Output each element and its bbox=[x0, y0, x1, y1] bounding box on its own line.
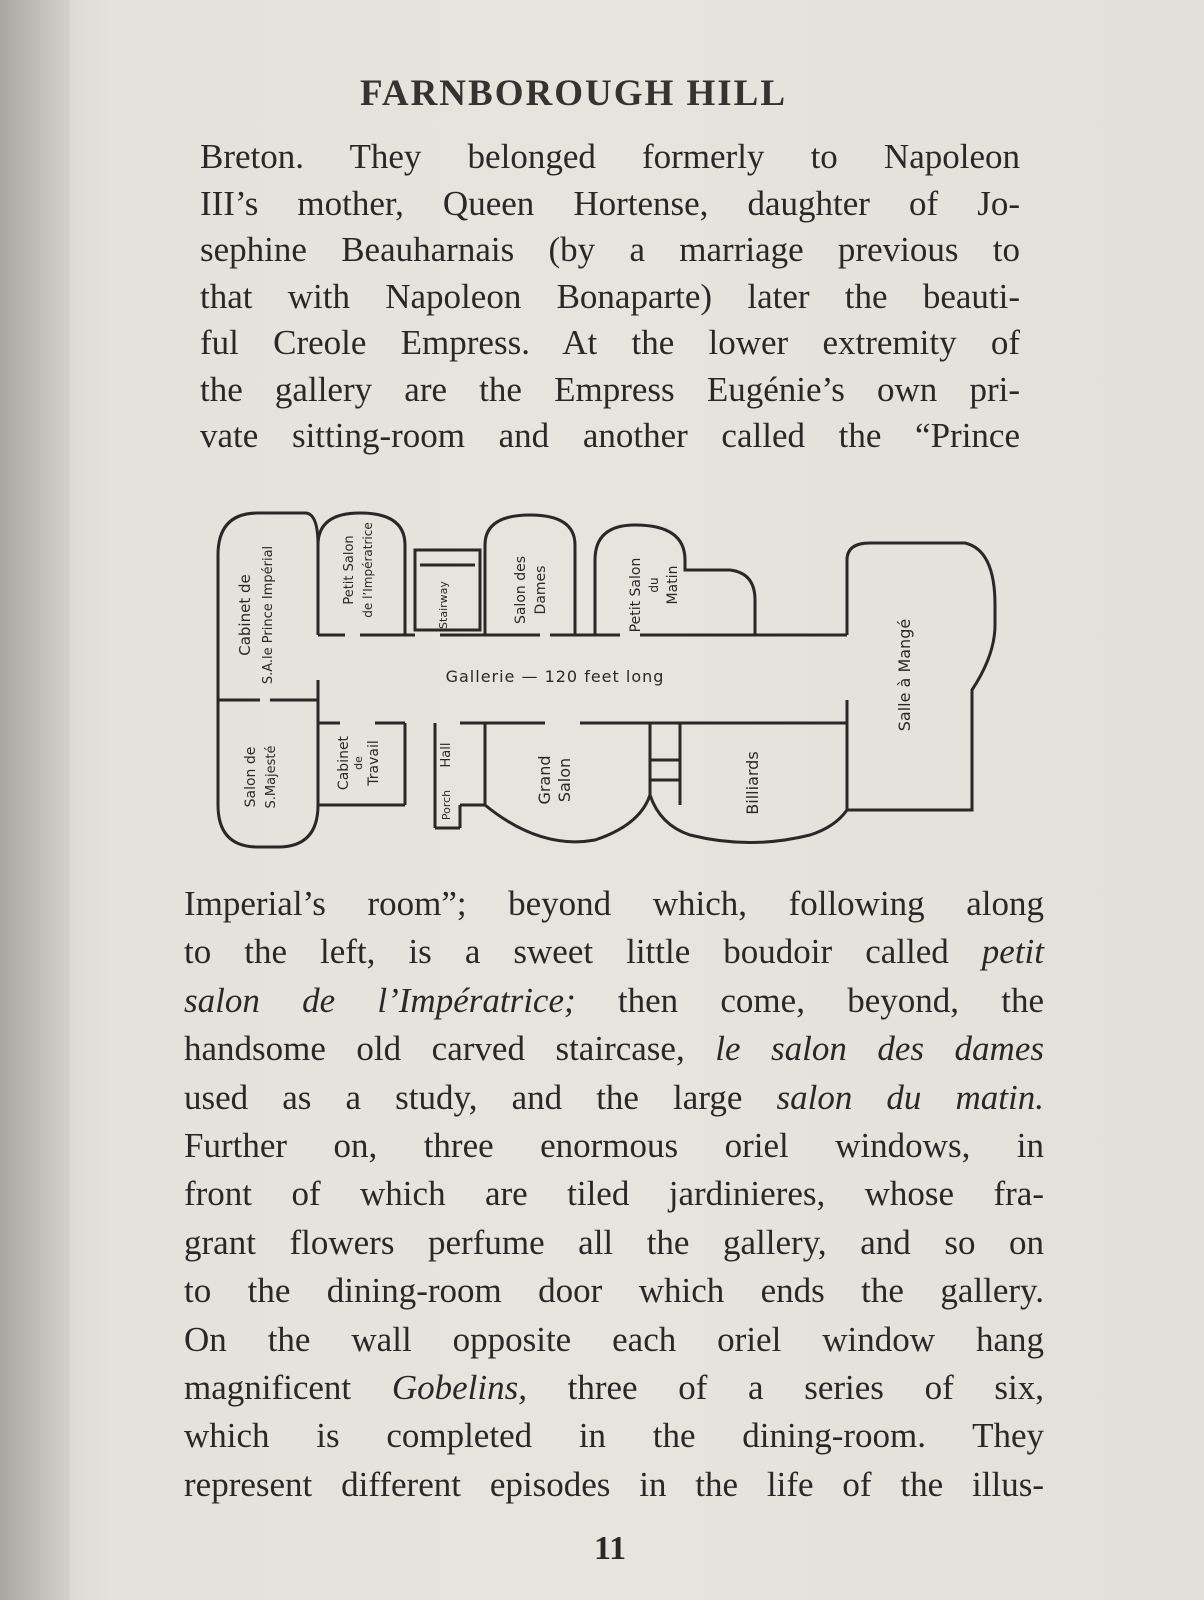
text-line: Breton. They belonged formerly to Napole… bbox=[200, 137, 1020, 176]
label-salon-de-sa-majeste: S.Majesté bbox=[264, 745, 279, 808]
label-cabinet-de-travail: Cabinet bbox=[336, 735, 352, 790]
floor-plan-labels: Cabinet de S.A.le Prince Impérial Petit … bbox=[236, 522, 914, 820]
bottom-paragraph: Imperial’s room”; beyond which, followin… bbox=[184, 880, 1044, 1509]
italic-phrase: salon de l’Impératrice; bbox=[184, 980, 576, 1020]
label-petit-salon-imperatrice: Petit Salon bbox=[342, 535, 357, 604]
label-grand-salon: Salon bbox=[555, 758, 574, 802]
italic-phrase: Gobelins, bbox=[391, 1368, 527, 1408]
text-line: front of which are tiled jardinieres, wh… bbox=[184, 1170, 1044, 1218]
label-petit-salon-du-matin: du bbox=[647, 577, 661, 592]
italic-phrase: petit bbox=[981, 932, 1044, 972]
label-stairway: Stairway bbox=[437, 581, 450, 629]
text-segment: magnificent bbox=[184, 1368, 392, 1408]
text-segment: then come, beyond, the bbox=[575, 980, 1044, 1020]
text-segment: which is completed in the dining-room. T… bbox=[184, 1416, 1044, 1456]
text-line: handsome old carved staircase, le salon … bbox=[184, 1025, 1044, 1073]
text-line: magnificent Gobelins, three of a series … bbox=[184, 1364, 1044, 1412]
top-paragraph: Breton. They belonged formerly to Napole… bbox=[200, 134, 1020, 460]
text-segment: handsome old carved staircase, bbox=[184, 1029, 716, 1069]
text-line: used as a study, and the large salon du … bbox=[184, 1074, 1044, 1122]
text-segment: represent different episodes in the life… bbox=[184, 1464, 1044, 1504]
label-salon-des-dames: Dames bbox=[533, 566, 549, 615]
text-segment: Imperial’s room”; beyond which, followin… bbox=[184, 884, 1044, 923]
text-line: to the left, is a sweet little boudoir c… bbox=[184, 928, 1044, 976]
text-segment: front of which are tiled jardinieres, wh… bbox=[184, 1174, 1044, 1214]
label-cabinet-prince: S.A.le Prince Impérial bbox=[261, 546, 276, 684]
floor-plan-walls bbox=[216, 511, 997, 849]
book-gutter bbox=[0, 0, 70, 1600]
text-line: the gallery are the Empress Eugénie’s ow… bbox=[200, 369, 1020, 409]
text-line: to the dining-room door which ends the g… bbox=[184, 1267, 1044, 1315]
label-salle-a-mange: Salle à Mangé bbox=[895, 619, 914, 731]
text-line: Imperial’s room”; beyond which, followin… bbox=[184, 880, 1044, 928]
label-gallerie: Gallerie — 120 feet long bbox=[446, 667, 665, 686]
italic-phrase: salon du matin. bbox=[776, 1077, 1045, 1117]
floor-plan: Cabinet de S.A.le Prince Impérial Petit … bbox=[216, 511, 997, 849]
label-petit-salon-imperatrice: de l’Impératrice bbox=[361, 522, 375, 617]
text-line: that with Napoleon Bonaparte) later the … bbox=[200, 276, 1020, 316]
label-cabinet-de-travail: de bbox=[352, 756, 365, 770]
text-segment: used as a study, and the large bbox=[184, 1077, 777, 1117]
label-hall: Hall bbox=[439, 743, 454, 768]
italic-phrase: le salon des dames bbox=[715, 1029, 1044, 1069]
text-line: which is completed in the dining-room. T… bbox=[184, 1412, 1044, 1460]
text-segment: to the left, is a sweet little boudoir c… bbox=[184, 932, 982, 972]
text-line: represent different episodes in the life… bbox=[184, 1461, 1044, 1509]
text-segment: to the dining-room door which ends the g… bbox=[184, 1271, 1044, 1311]
label-cabinet-de-travail: Travail bbox=[366, 740, 382, 786]
label-cabinet-prince: Cabinet de bbox=[236, 574, 254, 656]
running-head: FARNBOROUGH HILL bbox=[360, 73, 788, 114]
text-segment: grant flowers perfume all the gallery, a… bbox=[184, 1222, 1044, 1262]
label-billiards: Billiards bbox=[743, 751, 762, 814]
text-line: salon de l’Impératrice; then come, beyon… bbox=[184, 977, 1044, 1025]
label-grand-salon: Grand bbox=[535, 755, 554, 804]
label-petit-salon-du-matin: Matin bbox=[665, 566, 681, 605]
label-salon-de-sa-majeste: Salon de bbox=[243, 747, 259, 808]
text-segment: On the wall opposite each oriel window h… bbox=[184, 1319, 1044, 1359]
page-number: 11 bbox=[594, 1530, 627, 1567]
text-segment: three of a series of six, bbox=[526, 1368, 1044, 1408]
label-petit-salon-du-matin: Petit Salon bbox=[628, 558, 644, 633]
text-line: grant flowers perfume all the gallery, a… bbox=[184, 1219, 1044, 1267]
text-line: Further on, three enormous oriel windows… bbox=[184, 1122, 1044, 1170]
text-line: On the wall opposite each oriel window h… bbox=[184, 1316, 1044, 1364]
text-line: ful Creole Empress. At the lower extremi… bbox=[200, 323, 1020, 362]
label-salon-des-dames: Salon des bbox=[513, 556, 529, 624]
text-line: vate sitting-room and another called the… bbox=[200, 416, 1020, 455]
label-porch: Porch bbox=[440, 790, 453, 820]
text-line: III’s mother, Queen Hortense, daughter o… bbox=[200, 183, 1020, 223]
text-segment: Further on, three enormous oriel windows… bbox=[184, 1126, 1044, 1166]
text-line: sephine Beauharnais (by a marriage previ… bbox=[200, 230, 1020, 269]
